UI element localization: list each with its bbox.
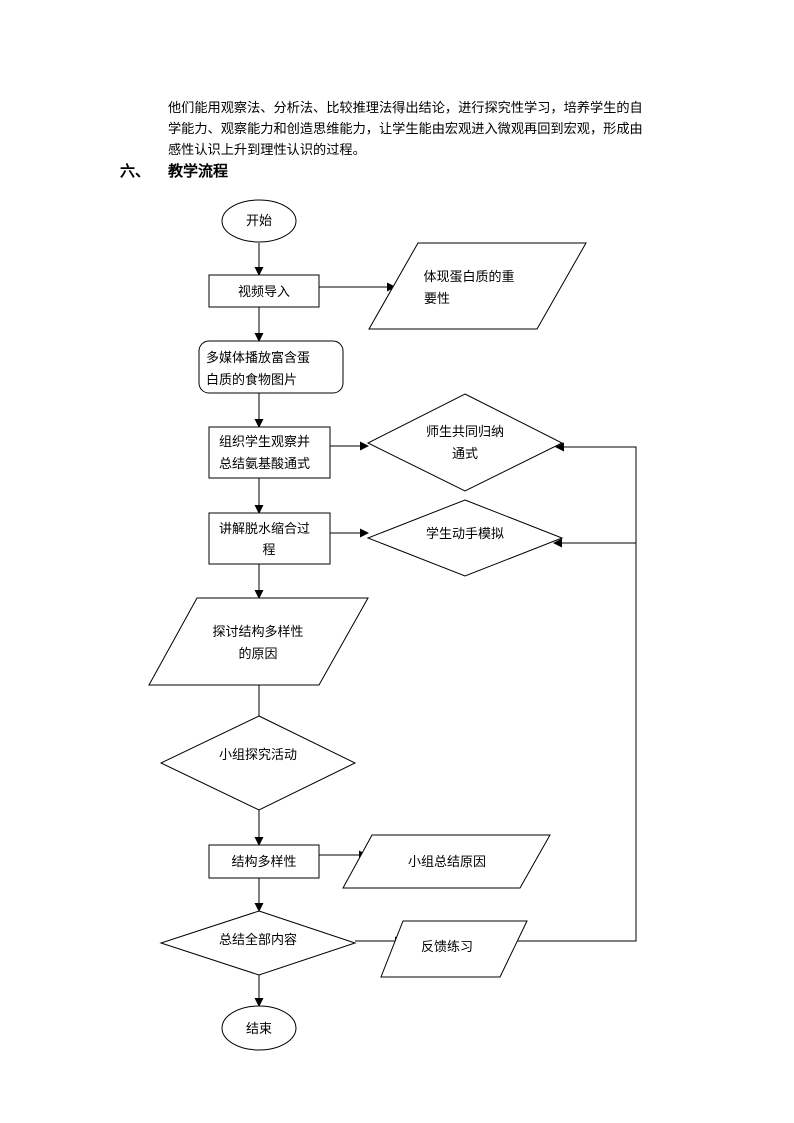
node-label: 结构多样性: [231, 854, 296, 870]
node-label: 总结氨基酸通式: [219, 457, 310, 472]
node-summary-all: 总结全部内容: [159, 910, 357, 976]
data-shape: [380, 920, 528, 978]
node-feedback: 反馈练习: [380, 920, 528, 978]
rounded-process-shape: [198, 340, 344, 394]
node-label: 通式: [452, 447, 478, 462]
terminal-shape: [221, 1005, 297, 1051]
process-shape: [208, 844, 320, 879]
node-label: 开始: [246, 214, 272, 229]
section-number: 六、: [120, 162, 151, 180]
data-shape: [368, 242, 587, 330]
node-start: 开始: [221, 199, 297, 243]
node-label: 的原因: [238, 646, 277, 662]
node-label: 学生动手模拟: [426, 526, 504, 542]
node-label: 总结全部内容: [219, 932, 297, 948]
node-group-activity: 小组探究活动: [159, 715, 357, 811]
node-induce: 师生共同归纳 通式: [366, 393, 564, 492]
node-label: 组织学生观察并: [219, 434, 310, 450]
node-group-summary: 小组总结原因: [342, 834, 551, 889]
node-label: 小组总结原因: [408, 855, 486, 870]
paragraph-line: 感性认识上升到理性认识的过程。: [168, 143, 366, 158]
node-explain: 讲解脱水缩合过 程: [208, 512, 331, 565]
node-label: 探讨结构多样性: [212, 624, 303, 640]
node-label: 视频导入: [238, 285, 290, 300]
node-label: 体现蛋白质的重: [423, 269, 514, 285]
node-label: 要性: [424, 292, 450, 307]
node-label: 结束: [246, 1022, 272, 1037]
node-label: 师生共同归纳: [426, 425, 504, 440]
flow-connectors: [254, 243, 637, 1007]
node-end: 结束: [221, 1005, 297, 1051]
node-simulate: 学生动手模拟: [366, 499, 564, 577]
paragraph-line: 他们能用观察法、分析法、比较推理法得出结论，进行探究性学习，培养学生的自: [168, 101, 643, 116]
node-diversity: 结构多样性: [208, 844, 320, 879]
paragraph-line: 学能力、观察能力和创造思维能力，让学生能由宏观进入微观再回到宏观，形成由: [168, 122, 643, 137]
decision-shape: [366, 499, 564, 577]
data-shape: [148, 597, 369, 686]
feedback-loop-to-induce: [515, 442, 637, 942]
node-multimedia: 多媒体播放富含蛋 白质的食物图片: [198, 340, 344, 394]
section-title: 教学流程: [168, 162, 229, 180]
data-shape: [342, 834, 551, 889]
process-shape: [208, 426, 331, 479]
node-label: 多媒体播放富含蛋: [206, 350, 310, 366]
node-video-intro: 视频导入: [208, 274, 320, 308]
node-label: 白质的食物图片: [206, 372, 297, 388]
node-label: 讲解脱水缩合过: [219, 521, 310, 537]
decision-shape: [159, 715, 357, 811]
node-organize: 组织学生观察并 总结氨基酸通式: [208, 426, 331, 479]
node-label: 程: [262, 543, 275, 558]
node-importance: 体现蛋白质的重 要性: [368, 242, 587, 330]
decision-shape: [159, 910, 357, 976]
terminal-shape: [221, 199, 297, 243]
node-label: 小组探究活动: [219, 748, 297, 763]
decision-shape: [366, 393, 564, 492]
node-explore: 探讨结构多样性 的原因: [148, 597, 369, 686]
node-label: 反馈练习: [421, 940, 473, 955]
intro-paragraph: 他们能用观察法、分析法、比较推理法得出结论，进行探究性学习，培养学生的自 学能力…: [168, 98, 684, 161]
process-shape: [208, 274, 320, 308]
process-shape: [208, 512, 331, 565]
